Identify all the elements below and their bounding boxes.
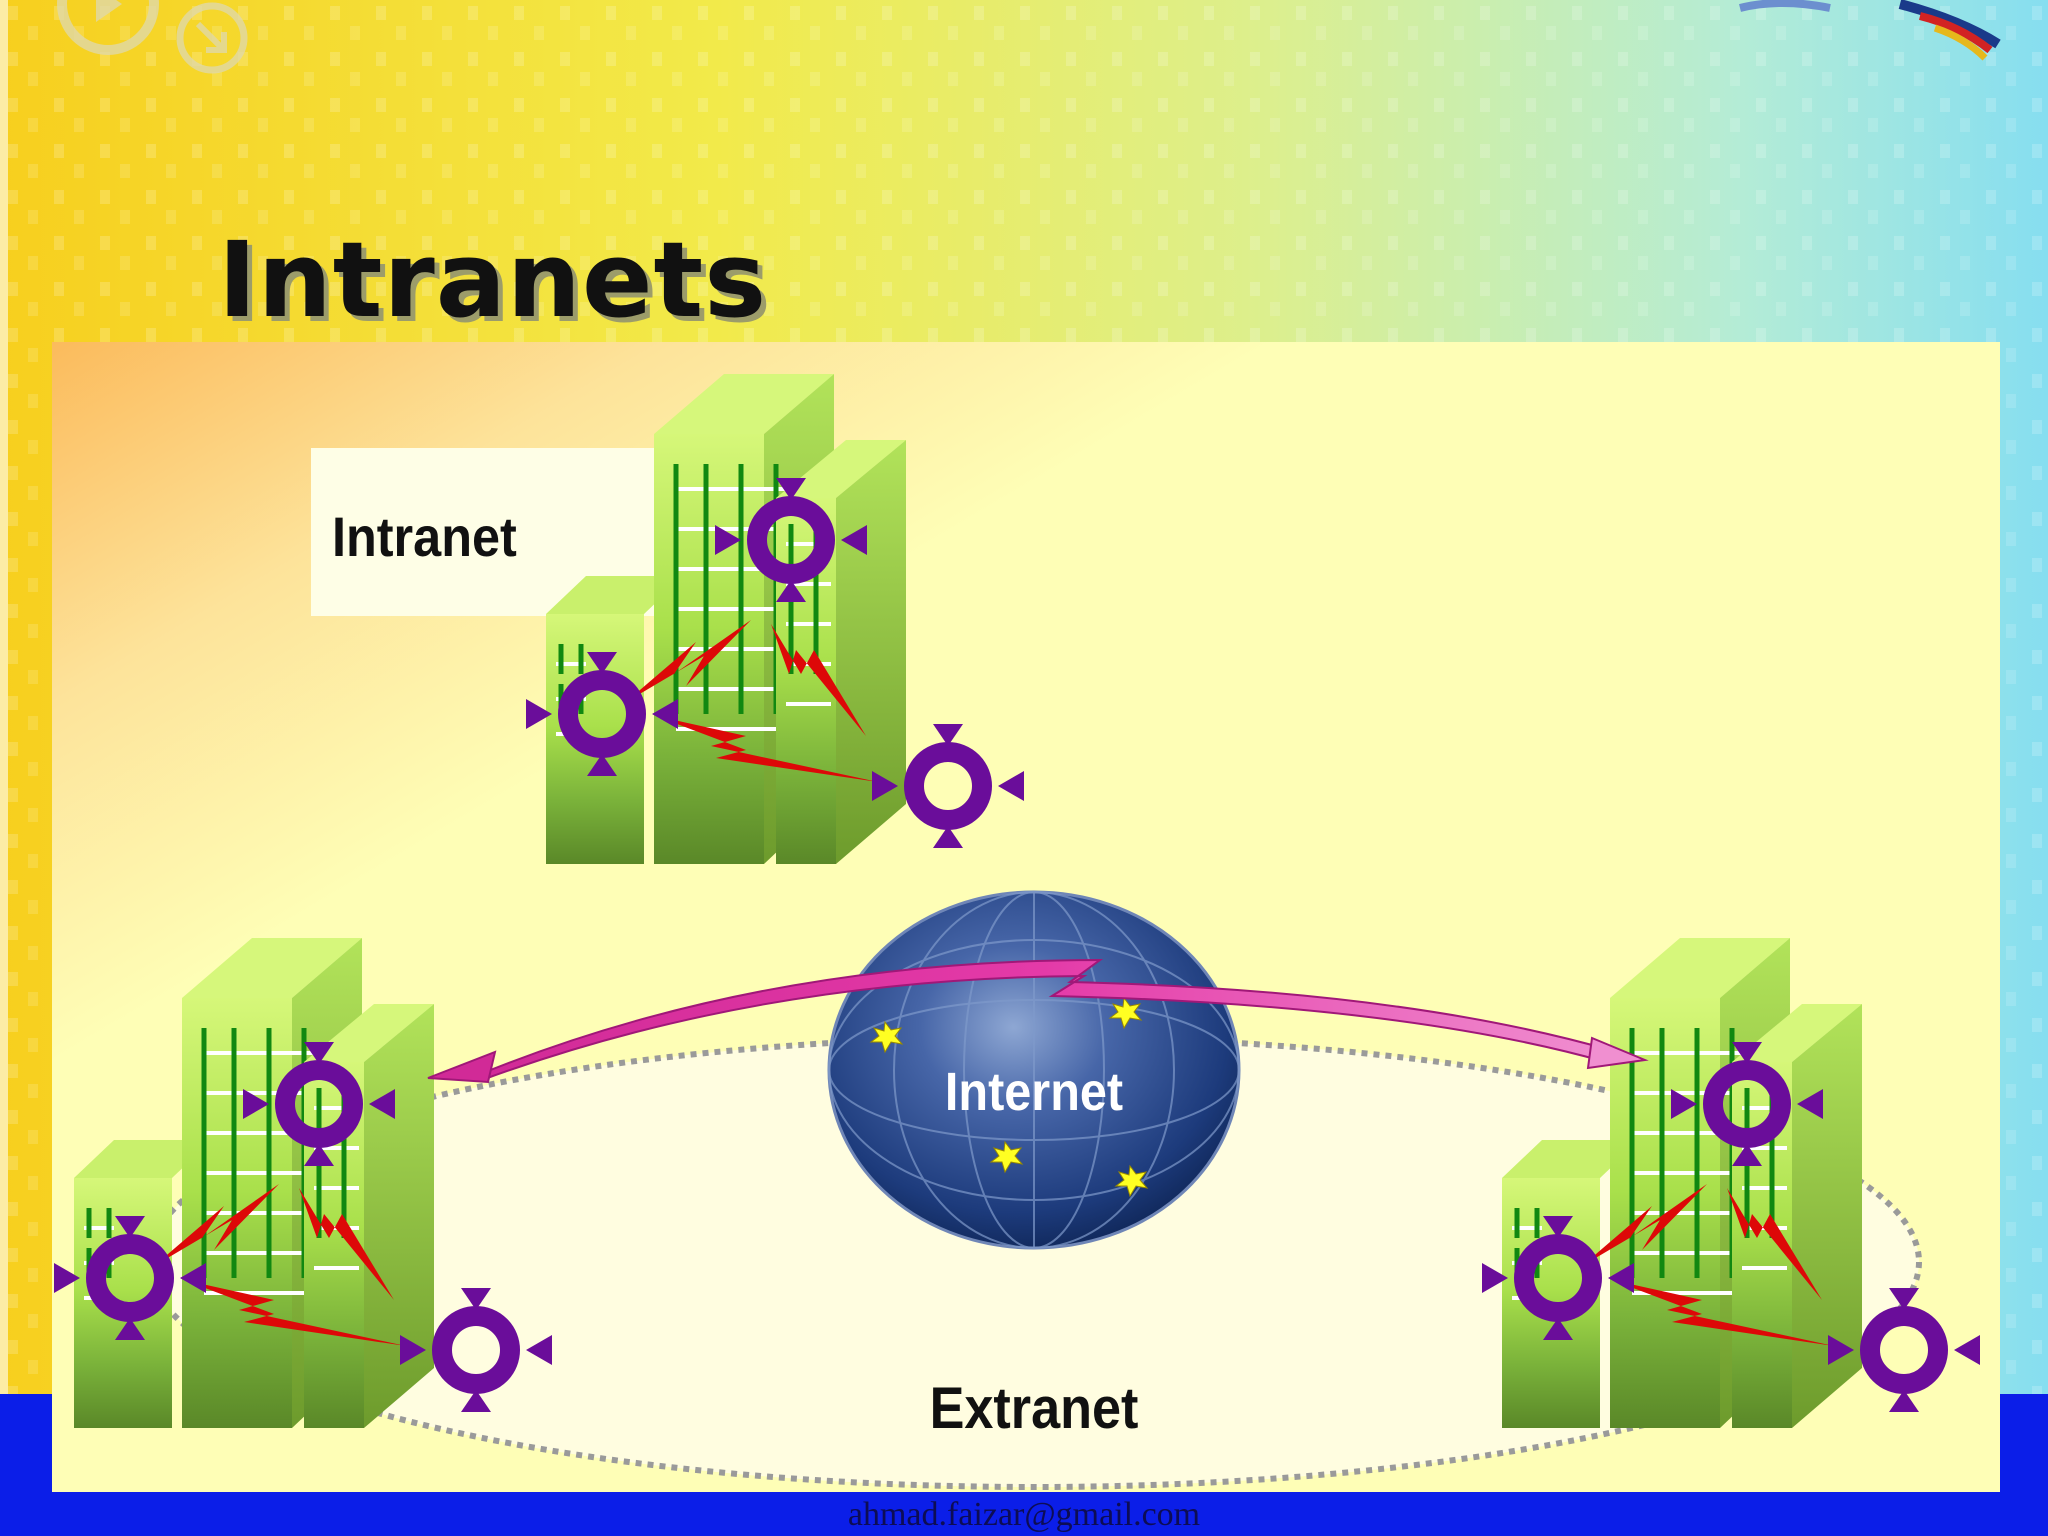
intranet-label: Intranet	[332, 507, 517, 569]
next-icon[interactable]	[176, 2, 248, 74]
play-icon[interactable]	[57, 0, 159, 55]
slide-title: Intranets	[218, 219, 768, 341]
footer-email: ahmad.faizar@gmail.com	[847, 1496, 1201, 1533]
extranet-label: Extranet	[930, 1375, 1139, 1440]
logo-icon	[1739, 0, 2001, 61]
extranet-link-arrow	[427, 958, 1649, 1084]
internet-label: Internet	[945, 1061, 1123, 1122]
